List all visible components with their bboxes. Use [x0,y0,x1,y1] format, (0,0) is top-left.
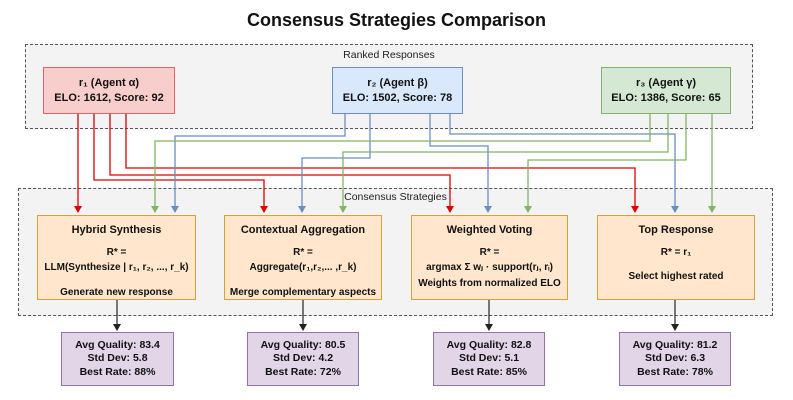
arrow-r2-weighted [429,114,492,213]
arrow-r1-top [125,114,639,213]
strategy-weighted-voting: Weighted Voting R* = argmax Σ wⱼ · suppo… [411,215,568,300]
response-r1-box: r₁ (Agent α) ELO: 1612, Score: 92 [43,67,175,114]
strategy-top-response: Top Response R* = r₁ Select highest rate… [597,215,755,300]
strategy-name: Contextual Aggregation [240,224,366,236]
stats-avg-quality: Avg Quality: 82.8 [446,338,532,351]
stats-avg-quality: Avg Quality: 80.5 [260,338,346,351]
stats-top-response: Avg Quality: 81.2 Std Dev: 6.3 Best Rate… [619,332,731,386]
stats-avg-quality: Avg Quality: 81.2 [632,338,718,351]
stats-std-dev: Std Dev: 4.2 [272,352,334,365]
arrow-r1-weighted [109,114,454,213]
strategy-note: Merge complementary aspects [229,286,377,298]
stats-contextual-aggregation: Avg Quality: 80.5 Std Dev: 4.2 Best Rate… [247,332,359,386]
consensus-strategies-label: Consensus Strategies [344,191,447,203]
response-r3-box: r₃ (Agent γ) ELO: 1386, Score: 65 [601,67,731,114]
arrow-r2-hybrid [171,114,346,213]
response-r2-elo-score: ELO: 1502, Score: 78 [342,91,453,104]
strategy-contextual-aggregation: Contextual Aggregation R* = Aggregate(r₁… [224,215,382,300]
strategy-name: Weighted Voting [446,224,533,236]
arrow-r1-contextual [93,114,268,213]
stats-best-rate: Best Rate: 85% [451,365,527,378]
response-r1-elo-score: ELO: 1612, Score: 92 [54,91,164,104]
arrow-r3-hybrid [151,114,651,213]
ranked-responses-label: Ranked Responses [343,49,435,61]
strategy-note: Weights from normalized ELO [418,277,561,289]
response-r2-agent: r₂ (Agent β) [367,76,428,89]
strategy-note: Generate new response [60,286,173,298]
strategy-formula-line1: R* = [293,246,313,258]
stats-best-rate: Best Rate: 72% [265,365,341,378]
stats-best-rate: Best Rate: 88% [79,365,156,378]
stats-hybrid-synthesis: Avg Quality: 83.4 Std Dev: 5.8 Best Rate… [61,332,174,386]
strategy-name: Hybrid Synthesis [71,224,162,236]
stats-avg-quality: Avg Quality: 83.4 [75,338,160,351]
strategy-note: Select highest rated [628,271,724,283]
strategy-formula-line2: Aggregate(r₁,r₂,... ,r_k) [249,262,357,274]
strategy-formula-line2: argmax Σ wⱼ · support(rⱼ, rᵢ) [426,262,553,274]
strategy-formula-line1: R* = r₁ [660,246,692,258]
stats-weighted-voting: Avg Quality: 82.8 Std Dev: 5.1 Best Rate… [433,332,545,386]
strategy-formula-line1: R* = [479,246,500,258]
strategy-formula-line1: R* = [106,246,127,258]
arrow-r3-weighted [524,114,687,213]
response-r3-elo-score: ELO: 1386, Score: 65 [611,91,721,104]
arrow-r2-contextual [298,114,371,213]
arrow-r2-top [449,114,679,213]
diagram-title: Consensus Strategies Comparison [246,10,547,30]
arrow-r3-contextual [339,114,669,213]
strategy-hybrid-synthesis: Hybrid Synthesis R* = LLM(Synthesize | r… [37,215,196,300]
stats-std-dev: Std Dev: 5.8 [87,352,148,365]
stats-best-rate: Best Rate: 78% [637,365,713,378]
response-r1-agent: r₁ (Agent α) [78,76,140,89]
stats-std-dev: Std Dev: 6.3 [644,352,706,365]
stats-std-dev: Std Dev: 5.1 [458,352,520,365]
strategy-name: Top Response [638,224,714,236]
strategy-formula-line2: LLM(Synthesize | r₁, r₂, ..., r_k) [44,262,189,274]
response-r3-agent: r₃ (Agent γ) [635,76,697,89]
response-r2-box: r₂ (Agent β) ELO: 1502, Score: 78 [332,67,463,114]
